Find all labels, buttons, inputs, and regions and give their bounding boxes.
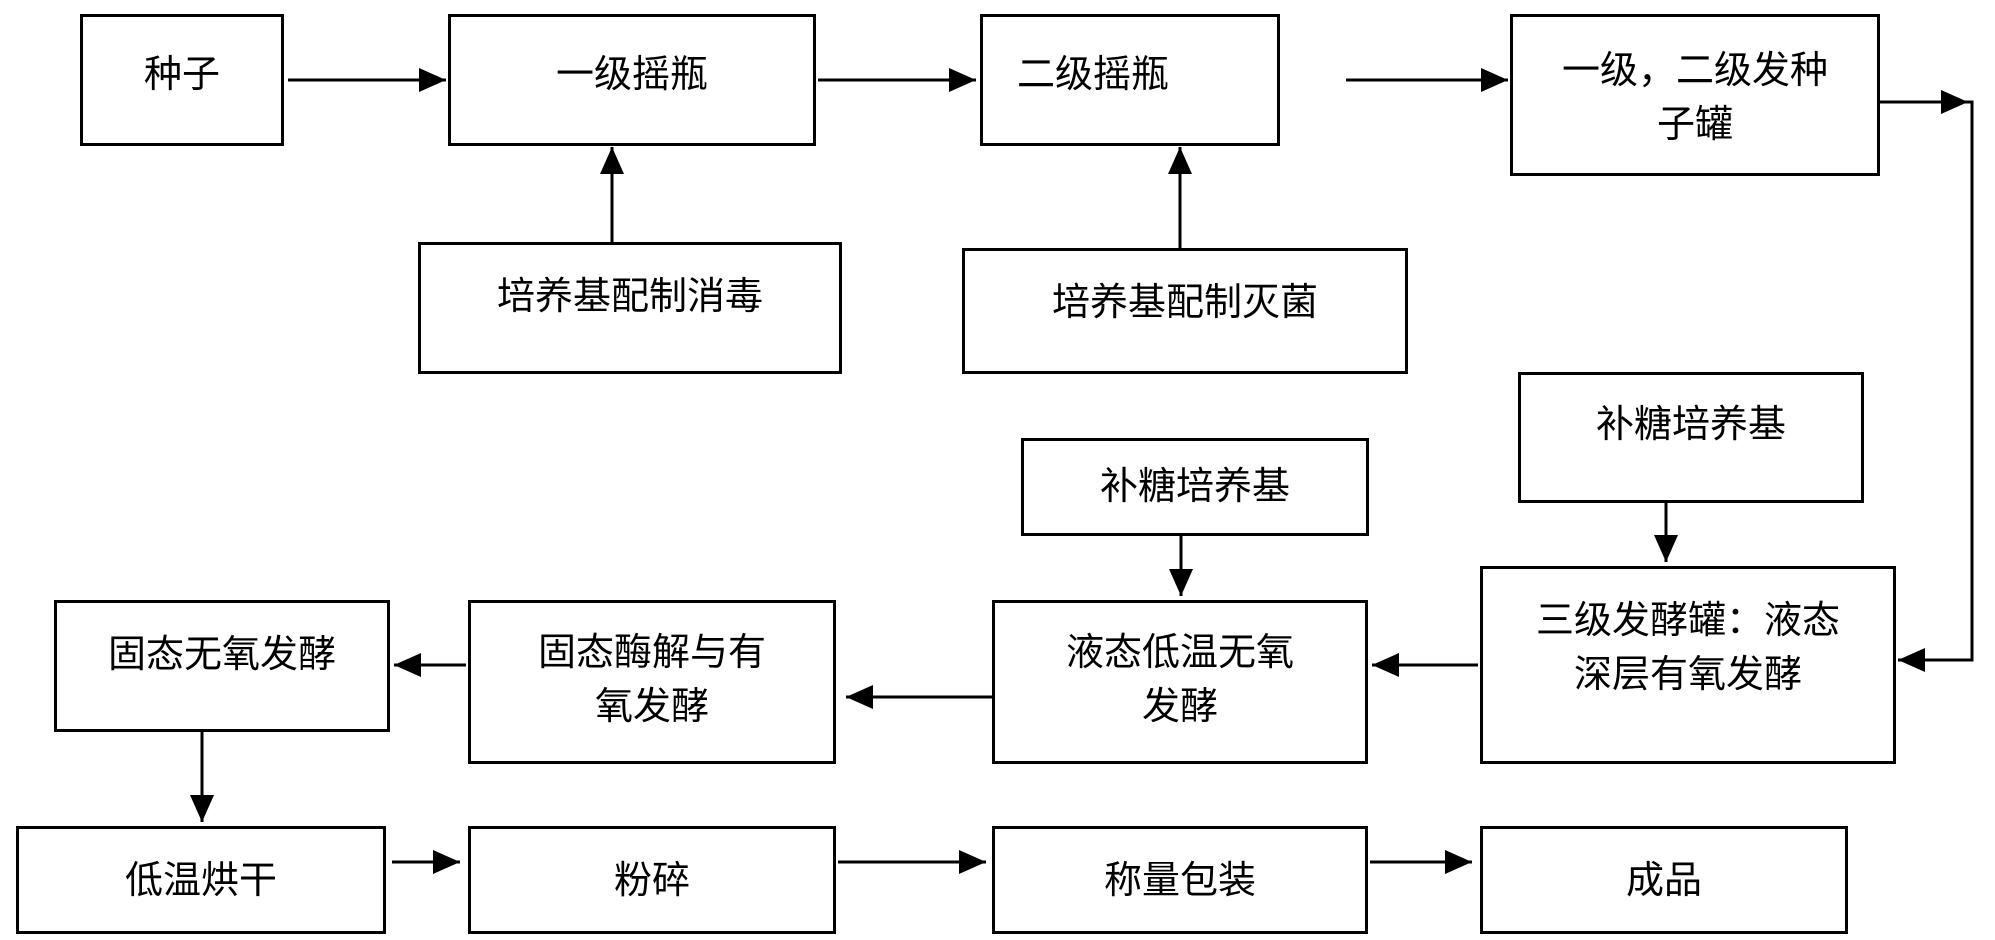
node-tank3: 三级发酵罐：液态 深层有氧发酵 — [1480, 566, 1896, 764]
node-solid-anaer-label: 固态无氧发酵 — [108, 627, 336, 681]
node-tank3-label: 三级发酵罐：液态 深层有氧发酵 — [1536, 593, 1840, 701]
node-product: 成品 — [1480, 826, 1848, 934]
node-weigh: 称量包装 — [992, 826, 1368, 934]
node-crush: 粉碎 — [468, 826, 836, 934]
node-medium2: 培养基配制灭菌 — [962, 248, 1408, 374]
node-liquid-low: 液态低温无氧 发酵 — [992, 600, 1368, 764]
node-product-label: 成品 — [1626, 853, 1702, 907]
node-shake1-label: 一级摇瓶 — [556, 47, 708, 101]
node-shake2-label: 二级摇瓶 — [1017, 47, 1169, 101]
node-weigh-label: 称量包装 — [1104, 853, 1256, 907]
node-medium2-label: 培养基配制灭菌 — [1052, 275, 1318, 329]
node-medium1: 培养基配制消毒 — [418, 242, 842, 374]
node-sugar-right: 补糖培养基 — [1518, 372, 1864, 503]
node-solid-anaer: 固态无氧发酵 — [54, 600, 390, 732]
node-seed: 种子 — [80, 14, 284, 146]
node-medium1-label: 培养基配制消毒 — [497, 269, 763, 323]
node-sugar-mid-label: 补糖培养基 — [1100, 459, 1290, 513]
node-seed-label: 种子 — [144, 47, 220, 101]
node-solid-enzyme: 固态酶解与有 氧发酵 — [468, 600, 836, 764]
node-sugar-mid: 补糖培养基 — [1021, 438, 1369, 536]
node-seedtank-label: 一级，二级发种 子罐 — [1562, 43, 1828, 151]
node-liquid-low-label: 液态低温无氧 发酵 — [1066, 625, 1294, 733]
node-sugar-right-label: 补糖培养基 — [1596, 397, 1786, 451]
node-solid-enzyme-label: 固态酶解与有 氧发酵 — [538, 625, 766, 733]
node-seedtank: 一级，二级发种 子罐 — [1510, 14, 1880, 176]
node-shake2: 二级摇瓶 — [980, 14, 1280, 146]
node-crush-label: 粉碎 — [614, 853, 690, 907]
node-shake1: 一级摇瓶 — [448, 14, 816, 146]
node-dry: 低温烘干 — [16, 826, 386, 934]
node-dry-label: 低温烘干 — [125, 853, 277, 907]
